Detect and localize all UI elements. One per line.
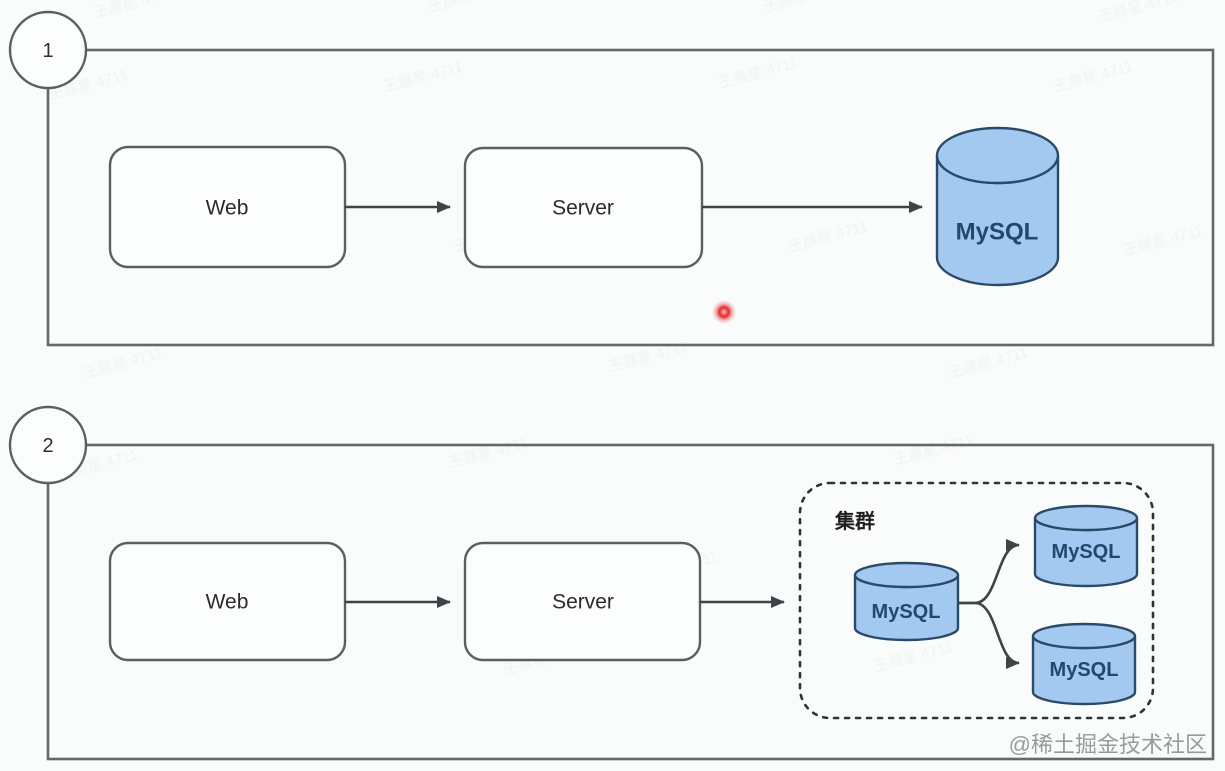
database-cylinder-top [1031, 622, 1137, 650]
mysql-replica-bottom-label: MySQL [1050, 659, 1119, 681]
section2-number-badge [8, 405, 88, 485]
background-watermark: 王晨星 4711 [872, 638, 955, 675]
section1-number: 1 [42, 40, 53, 62]
background-watermark: 王晨星 4711 [447, 434, 530, 471]
background-watermark: 王晨星 4711 [382, 58, 465, 95]
arrow-primary-to-replica-top [958, 539, 1020, 605]
cluster-label: 集群 [834, 509, 875, 533]
web-node-2-label: Web [206, 591, 249, 614]
mysql-database-1[interactable]: MySQL [935, 126, 1060, 287]
background-watermark: 王晨星 4711 [892, 431, 975, 468]
laser-pointer-dot [712, 300, 736, 324]
section-1: 1 Web Server MySQL [8, 10, 1215, 347]
server-node-1-label: Server [552, 197, 614, 220]
web-node-1-label: Web [206, 197, 249, 220]
section2-frame [46, 443, 1215, 761]
background-watermark: 王晨星 4711 [787, 218, 870, 255]
community-watermark: @稀土掘金技术社区 [1009, 732, 1207, 757]
background-watermark: 王晨星 4711 [92, 0, 175, 22]
mysql-primary-label: MySQL [872, 601, 941, 623]
mysql-primary[interactable]: MySQL [853, 561, 960, 642]
background-watermark: 王晨星 4711 [1122, 222, 1205, 259]
database-cylinder-top [1033, 504, 1139, 532]
section1-number-badge [8, 10, 88, 90]
background-watermark: 王晨星 4711 [717, 54, 800, 91]
background-watermark: 王晨星 4711 [427, 0, 510, 16]
mysql-replica-top[interactable]: MySQL [1033, 504, 1139, 588]
background-watermark: 王晨星 4711 [82, 344, 165, 381]
mysql-label-1: MySQL [956, 219, 1039, 246]
server-node-2-label: Server [552, 591, 614, 614]
database-cylinder-top [935, 126, 1060, 185]
arrow-primary-to-replica-bottom [958, 601, 1020, 669]
cluster-dashed-border [798, 481, 1155, 720]
background-watermark: 王晨星 4711 [762, 0, 845, 16]
mysql-replica-top-label: MySQL [1052, 541, 1121, 563]
database-cylinder-top [853, 561, 960, 589]
section-2: 2 Web Server 集群 MySQL MySQL [8, 405, 1215, 761]
background-watermark: 王晨星 4711 [1097, 0, 1180, 26]
mysql-replica-bottom[interactable]: MySQL [1031, 622, 1137, 706]
section2-number: 2 [42, 435, 53, 457]
section1-frame [46, 48, 1215, 347]
mysql-cluster: 集群 MySQL MySQL MySQL [798, 481, 1155, 720]
background-watermark: 王晨星 4711 [947, 344, 1030, 381]
background-watermark: 王晨星 4711 [1052, 58, 1135, 95]
